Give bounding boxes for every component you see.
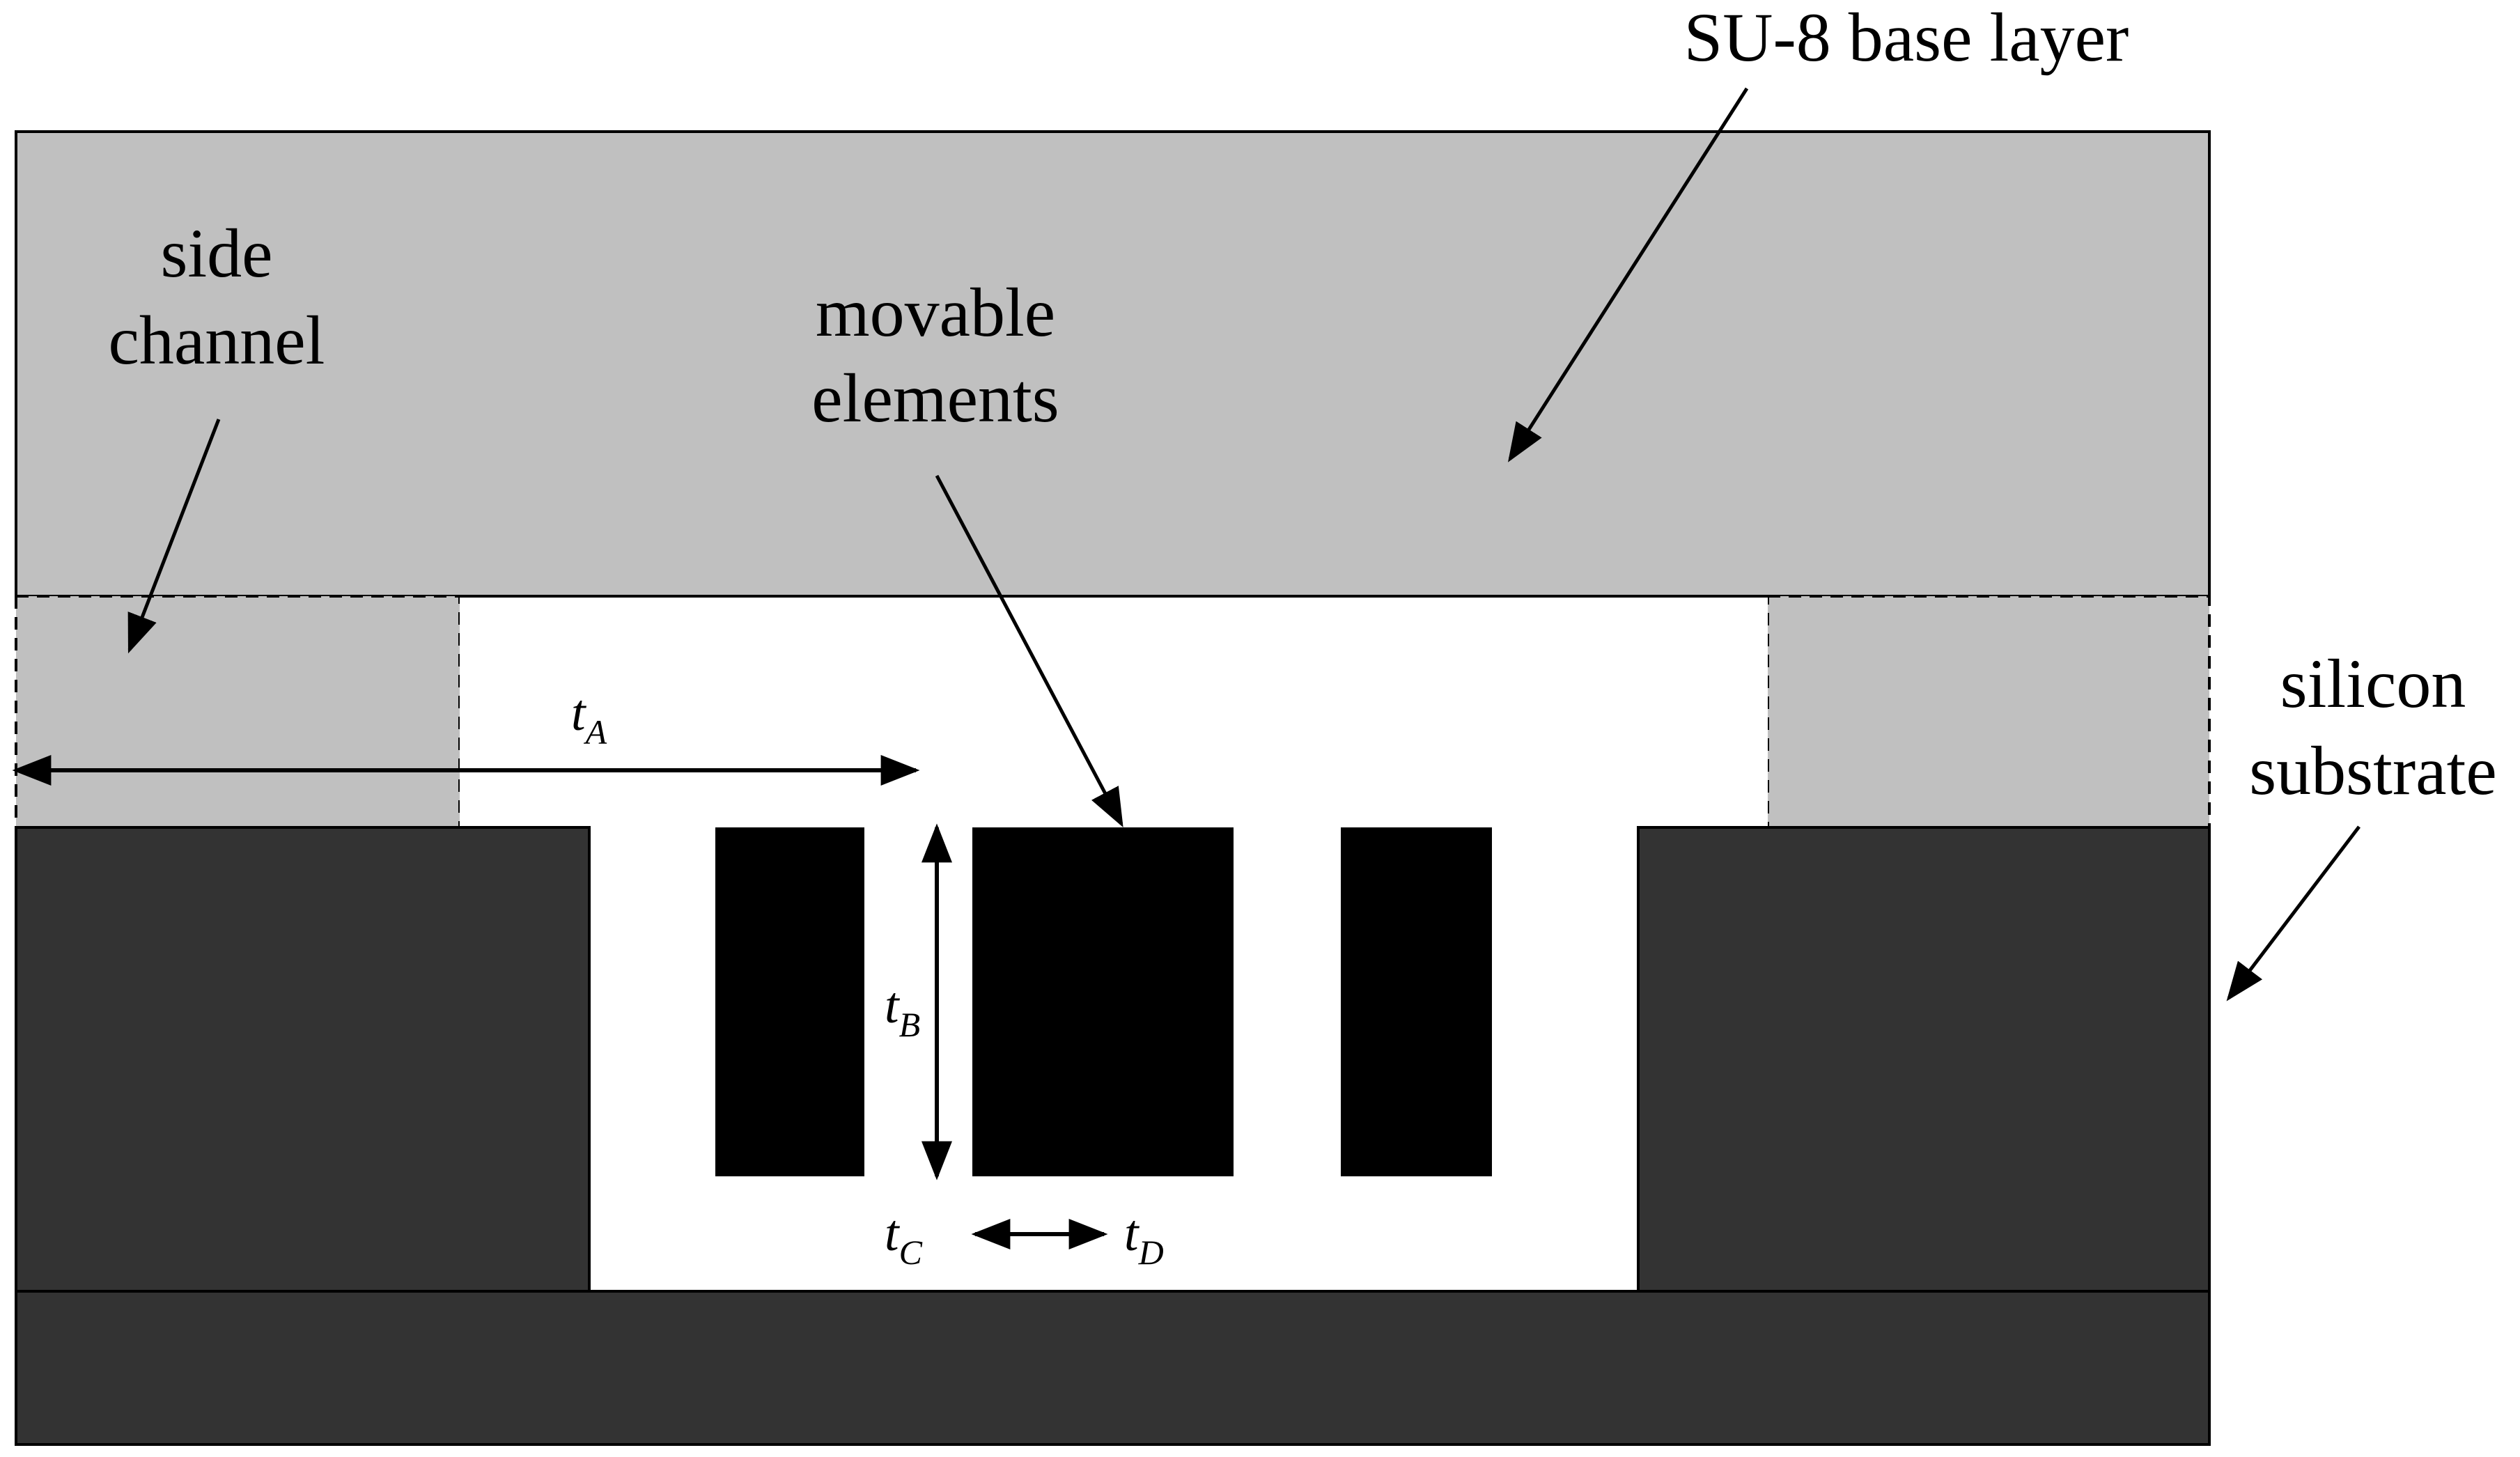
label-silicon-line2: substrate: [2249, 732, 2496, 809]
leader-arrow-movable: [935, 474, 1123, 827]
movable-element-right: [1341, 827, 1492, 1176]
label-side-channel-line2: channel: [109, 302, 325, 379]
silicon-substrate-right: [1637, 826, 2211, 1293]
movable-element-left: [715, 827, 864, 1176]
side-channel-left: [15, 595, 461, 829]
cavity: [460, 596, 1768, 827]
dimension-label-tB: tB: [885, 977, 920, 1044]
label-side-channel-line1: side: [160, 215, 272, 292]
su8-base-layer: [15, 130, 2211, 598]
leader-arrow-side-channel: [127, 419, 221, 654]
dimension-label-tC: tC: [885, 1205, 923, 1272]
label-movable-line1: movable: [816, 274, 1055, 351]
label-movable-line2: elements: [811, 359, 1059, 437]
silicon-substrate-bottom: [15, 1290, 2211, 1446]
label-silicon-line1: silicon: [2280, 645, 2466, 722]
label-su8-base-layer: SU-8 base layer: [1684, 0, 2129, 76]
side-channel-right: [1766, 595, 2211, 829]
dimension-label-tA: tA: [571, 685, 607, 751]
movable-element-center: [972, 827, 1234, 1176]
leader-arrow-su8: [1507, 87, 1749, 462]
dimension-label-tD: tD: [1124, 1205, 1164, 1272]
leader-arrow-silicon: [2226, 825, 2360, 1002]
silicon-substrate-left: [15, 826, 591, 1293]
